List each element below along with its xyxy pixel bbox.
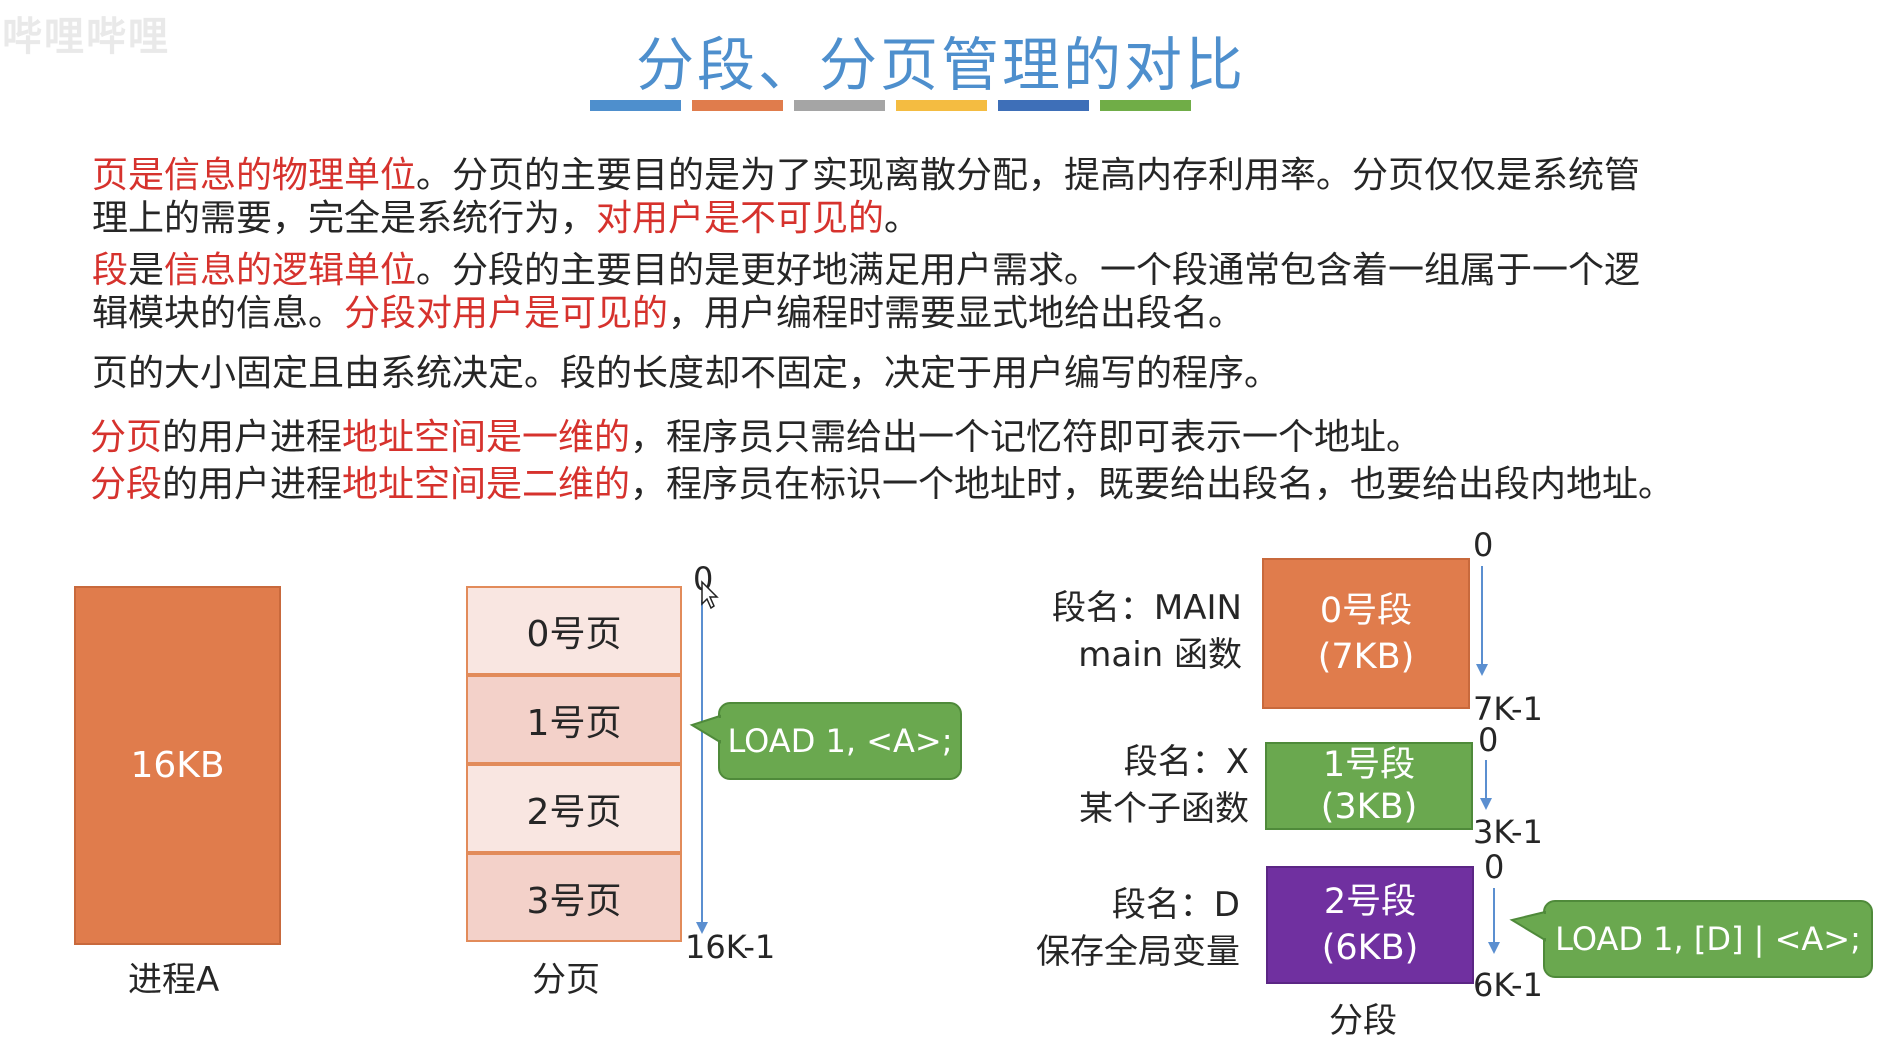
process-label: 进程A [128, 960, 220, 1000]
segment-block-1: 1号段 (3KB) [1265, 742, 1473, 830]
segment-name-main: 段名：MAIN main 函数 [1052, 585, 1242, 679]
process-size: 16KB [130, 745, 225, 786]
paragraph-address-line2: 分段的用户进程地址空间是二维的，程序员在标识一个地址时，既要给出段名，也要给出段… [90, 463, 1674, 507]
segment-name-line: 保存全局变量 [1036, 932, 1240, 972]
body-text: 页的大小固定且由系统决定。段的长度却不固定，决定于用户编写的程序。 [92, 353, 1281, 394]
accent-bar [896, 100, 987, 111]
body-text: ，程序员只需给出一个记忆符即可表示一个地址。 [630, 417, 1423, 458]
paragraph-address-line1: 分页的用户进程地址空间是一维的，程序员只需给出一个记忆符即可表示一个地址。 [90, 416, 1422, 460]
page-label: 2号页 [526, 791, 622, 833]
segment-title: 2号段 [1323, 882, 1417, 922]
paragraph-segment-line2: 辑模块的信息。分段对用户是可见的，用户编程时需要显式地给出段名。 [92, 292, 1244, 336]
page-cell: 2号页 [466, 764, 682, 853]
highlight-text: 页是 [92, 155, 165, 196]
accent-bar [692, 100, 783, 111]
segment-load-text: LOAD 1, [D] | <A>; [1555, 920, 1861, 958]
segment-1-arrow-head [1480, 798, 1492, 810]
paging-load-callout: LOAD 1, <A>; [718, 702, 962, 780]
accent-bar [794, 100, 885, 111]
page-label: 1号页 [526, 702, 622, 744]
process-block: 16KB [74, 586, 281, 945]
mouse-cursor-icon [701, 580, 719, 610]
paragraph-segment-line1: 段是信息的逻辑单位。分段的主要目的是更好地满足用户需求。一个段通常包含着一组属于… [92, 249, 1640, 293]
segment-name-line: 某个子函数 [1079, 789, 1249, 829]
segment-name-line: main 函数 [1078, 635, 1242, 675]
page-cell: 3号页 [466, 853, 682, 942]
highlight-text: 分段对用户是可见的 [344, 293, 669, 334]
segment-1-start: 0 [1478, 721, 1499, 759]
body-text: ，程序员在标识一个地址时，既要给出段名，也要给出段内地址。 [630, 464, 1675, 505]
highlight-text: 信息的逻辑单位 [164, 250, 417, 291]
highlight-text: 段 [92, 250, 129, 291]
segment-2-arrow-head [1488, 942, 1500, 954]
paragraph-size: 页的大小固定且由系统决定。段的长度却不固定，决定于用户编写的程序。 [92, 352, 1280, 396]
segment-name-line: 段名：D [1111, 885, 1240, 925]
paging-arrow-head [696, 922, 708, 934]
paragraph-page-line1: 页是信息的物理单位。分页的主要目的是为了实现离散分配，提高内存利用率。分页仅仅是… [92, 154, 1640, 198]
accent-bar [590, 100, 681, 111]
segment-size: (3KB) [1320, 787, 1418, 827]
page-label: 3号页 [526, 880, 622, 922]
segment-name-x: 段名：X 某个子函数 [1079, 739, 1249, 833]
body-text: 。 [884, 198, 921, 239]
highlight-text: 信息的物理单位 [164, 155, 417, 196]
body-text: 。分页的主要目的是为了实现离散分配，提高内存利用率。分页仅仅是系统管 [416, 155, 1641, 196]
segment-0-start: 0 [1473, 526, 1494, 564]
body-text: 辑模块的信息。 [92, 293, 345, 334]
segment-name-line: 段名：MAIN [1051, 588, 1242, 628]
body-text: 。分段的主要目的是更好地满足用户需求。一个段通常包含着一组属于一个逻 [416, 250, 1641, 291]
segment-block-0: 0号段 (7KB) [1262, 558, 1470, 709]
title-accent-bars [590, 100, 1191, 111]
segment-2-end: 6K-1 [1473, 966, 1543, 1004]
paging-callout-pointer [689, 714, 721, 744]
paging-load-text: LOAD 1, <A>; [727, 722, 953, 760]
paging-label: 分页 [532, 960, 600, 1000]
highlight-text: 分页 [90, 417, 163, 458]
segmentation-label: 分段 [1329, 1001, 1397, 1041]
segment-block-2: 2号段 (6KB) [1266, 866, 1474, 984]
paragraph-page-line2: 理上的需要，完全是系统行为，对用户是不可见的。 [92, 197, 920, 241]
segment-name-d: 段名：D 保存全局变量 [1036, 882, 1240, 976]
page-label: 0号页 [526, 613, 622, 655]
body-text: 的用户进程 [162, 464, 343, 505]
segment-size: (7KB) [1317, 636, 1415, 677]
highlight-text: 分段 [90, 464, 163, 505]
segment-2-start: 0 [1484, 848, 1505, 886]
accent-bar [1100, 100, 1191, 111]
body-text: 理上的需要，完全是系统行为， [92, 198, 597, 239]
paging-end-label: 16K-1 [685, 928, 776, 966]
body-text: ，用户编程时需要显式地给出段名。 [668, 293, 1245, 334]
segment-name-line: 段名：X [1123, 742, 1249, 782]
highlight-text: 地址空间是二维的 [342, 464, 631, 505]
segment-callout-pointer [1509, 910, 1546, 942]
highlight-text: 地址空间是一维的 [342, 417, 631, 458]
segment-title: 0号段 [1319, 590, 1413, 631]
highlight-text: 对用户是不可见的 [596, 198, 885, 239]
segment-1-end: 3K-1 [1473, 813, 1543, 851]
slide-title: 分段、分页管理的对比 [635, 31, 1246, 99]
body-text: 的用户进程 [162, 417, 343, 458]
page-cell: 0号页 [466, 586, 682, 675]
segment-load-callout: LOAD 1, [D] | <A>; [1543, 900, 1873, 978]
segment-0-arrow-head [1476, 664, 1488, 676]
segment-title: 1号段 [1322, 745, 1416, 785]
body-text: 是 [128, 250, 165, 291]
segment-size: (6KB) [1321, 928, 1419, 968]
watermark: 哔哩哔哩 [2, 14, 170, 60]
accent-bar [998, 100, 1089, 111]
page-cell: 1号页 [466, 675, 682, 764]
segment-0-end: 7K-1 [1473, 690, 1543, 728]
